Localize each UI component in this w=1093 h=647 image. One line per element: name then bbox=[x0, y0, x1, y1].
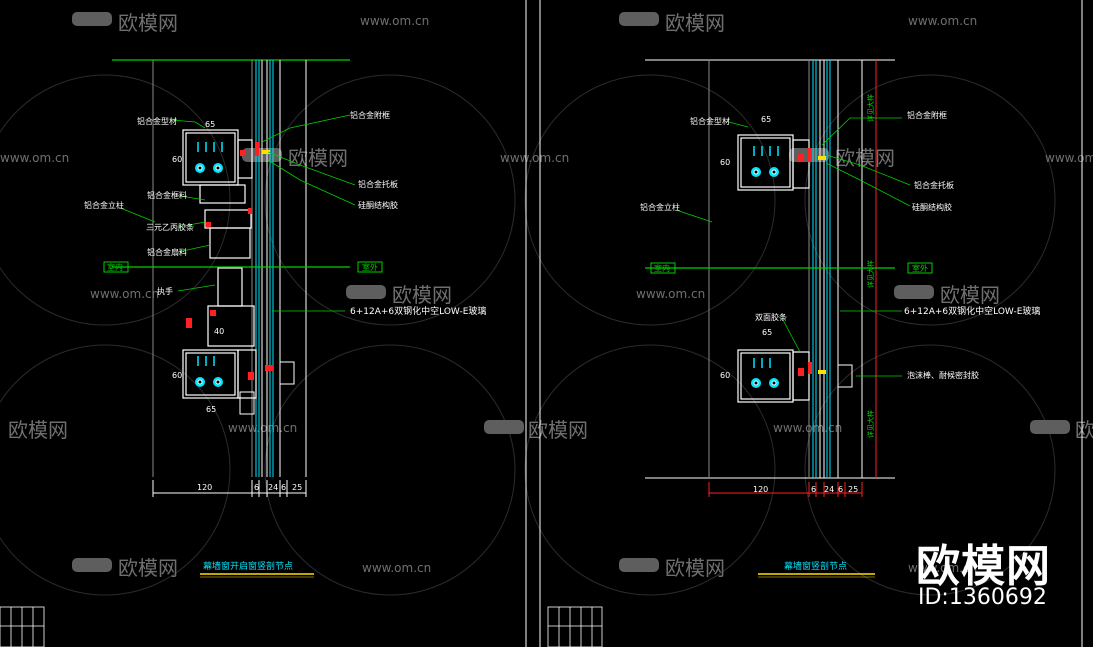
svg-text:详见大样: 详见大样 bbox=[866, 94, 875, 122]
label-indoor: 室内 bbox=[107, 262, 123, 272]
right-dimensions: 65 65 60 60 120 6 24 6 25 bbox=[720, 115, 858, 494]
svg-text:65: 65 bbox=[205, 120, 215, 129]
left-section-drawing bbox=[103, 59, 383, 497]
label-epdm: 三元乙丙胶条 bbox=[146, 222, 194, 232]
left-dimensions: 65 65 60 60 40 120 6 24 6 25 bbox=[172, 120, 302, 492]
right-section-drawing bbox=[645, 59, 933, 497]
svg-text:www.om.cn: www.om.cn bbox=[908, 14, 977, 28]
watermark-brand: 欧模网 bbox=[940, 283, 1000, 307]
svg-text:40: 40 bbox=[214, 327, 224, 336]
svg-text:60: 60 bbox=[172, 371, 182, 380]
svg-text:www.om.cn: www.om.cn bbox=[636, 287, 705, 301]
svg-text:www.om.cn: www.om.cn bbox=[500, 151, 569, 165]
watermark-brand: 欧模网 bbox=[528, 418, 588, 442]
svg-text:6: 6 bbox=[281, 483, 286, 492]
label-frame-top: 铝合金附框 bbox=[907, 110, 947, 120]
left-annotations: 铝合金型材 铝合金附框 铝合金托板 硅酮结构胶 铝合金框料 铝合金立柱 三元乙丙… bbox=[84, 110, 398, 296]
svg-text:www.om.cn: www.om.cn bbox=[773, 421, 842, 435]
right-annotations: 铝合金型材 铝合金附框 铝合金托板 硅酮结构胶 铝合金立柱 双面胶条 泡沫棒、耐… bbox=[640, 110, 979, 380]
watermark-brand: 欧模网 bbox=[835, 146, 895, 170]
watermark-brand: 欧模网 bbox=[118, 11, 178, 35]
left-room-labels: 室内 室外 bbox=[107, 262, 378, 272]
label-indoor: 室内 bbox=[654, 263, 670, 273]
svg-text:60: 60 bbox=[172, 155, 182, 164]
label-glass: 6+12A+6双钢化中空LOW-E玻璃 bbox=[350, 305, 486, 317]
stamp-brand: 欧模网 bbox=[916, 541, 1051, 592]
svg-text:www.om.cn: www.om.cn bbox=[362, 561, 431, 575]
label-double-strip: 双面胶条 bbox=[755, 312, 787, 322]
watermark-brand: 欧模网 bbox=[118, 556, 178, 580]
right-room-labels: 室内 室外 bbox=[654, 263, 928, 273]
watermark-layer bbox=[0, 74, 1056, 596]
watermark-sites: www.om.cn www.om.cn www.om.cn www.om.cn … bbox=[0, 14, 1093, 575]
watermark-brand: 欧模网 bbox=[288, 146, 348, 170]
svg-text:24: 24 bbox=[268, 483, 278, 492]
svg-text:幕墙窗竖剖节点: 幕墙窗竖剖节点 bbox=[784, 560, 847, 572]
svg-text:60: 60 bbox=[720, 158, 730, 167]
sheet-borders bbox=[525, 0, 1083, 647]
watermark-brand: 欧模网 bbox=[665, 556, 725, 580]
svg-text:65: 65 bbox=[206, 405, 216, 414]
svg-text:6: 6 bbox=[254, 483, 259, 492]
svg-text:www.om.cn: www.om.cn bbox=[360, 14, 429, 28]
svg-text:60: 60 bbox=[720, 371, 730, 380]
label-post: 铝合金立柱 bbox=[640, 202, 680, 212]
label-profile-top: 铝合金型材 bbox=[137, 116, 177, 126]
watermark-brand: 欧模网 bbox=[392, 283, 452, 307]
svg-text:120: 120 bbox=[753, 485, 768, 494]
title-block-left bbox=[0, 606, 45, 647]
svg-text:6: 6 bbox=[811, 485, 816, 494]
label-outdoor: 室外 bbox=[912, 263, 928, 273]
svg-text:www.om.cn: www.om.cn bbox=[908, 561, 977, 575]
svg-text:详见大样: 详见大样 bbox=[866, 260, 875, 288]
label-profile-low: 铝合金扇料 bbox=[147, 247, 187, 257]
svg-text:25: 25 bbox=[848, 485, 858, 494]
svg-text:详见大样: 详见大样 bbox=[866, 410, 875, 438]
title-block-right bbox=[547, 606, 603, 647]
watermark-brand: 欧模网 bbox=[1075, 418, 1093, 442]
right-vertical-notes: 详见大样 详见大样 详见大样 bbox=[866, 94, 875, 438]
label-handle: 执手 bbox=[157, 286, 173, 296]
label-sealant: 硅酮结构胶 bbox=[358, 200, 398, 210]
left-title: 幕墙窗开启窗竖剖节点 bbox=[200, 560, 314, 578]
label-post: 铝合金立柱 bbox=[84, 200, 124, 210]
svg-text:65: 65 bbox=[761, 115, 771, 124]
svg-text:幕墙窗开启窗竖剖节点: 幕墙窗开启窗竖剖节点 bbox=[203, 560, 293, 572]
label-outdoor: 室外 bbox=[362, 262, 378, 272]
svg-text:25: 25 bbox=[292, 483, 302, 492]
label-sealant: 硅酮结构胶 bbox=[912, 202, 952, 212]
label-bracket: 铝合金托板 bbox=[914, 180, 954, 190]
svg-text:www.om.cn: www.om.cn bbox=[1045, 151, 1093, 165]
sofa-icon bbox=[72, 12, 1070, 572]
label-glass: 6+12A+6双钢化中空LOW-E玻璃 bbox=[904, 305, 1040, 317]
watermark-brand: 欧模网 bbox=[8, 418, 68, 442]
watermark-brand: 欧模网 bbox=[665, 11, 725, 35]
svg-text:65: 65 bbox=[762, 328, 772, 337]
stamp-id: ID:1360692 bbox=[918, 585, 1047, 610]
watermark-texts: 欧模网 欧模网 欧模网 欧模网 欧模网 欧模网 欧模网 欧模网 欧模网 欧模网 … bbox=[8, 11, 1093, 580]
svg-text:24: 24 bbox=[824, 485, 834, 494]
svg-text:www.om.cn: www.om.cn bbox=[228, 421, 297, 435]
svg-text:120: 120 bbox=[197, 483, 212, 492]
label-bracket: 铝合金托板 bbox=[358, 179, 398, 189]
svg-text:www.om.cn: www.om.cn bbox=[0, 151, 69, 165]
label-foam: 泡沫棒、耐候密封胶 bbox=[907, 370, 979, 380]
label-profile-top: 铝合金型材 bbox=[690, 116, 730, 126]
right-title: 幕墙窗竖剖节点 bbox=[758, 560, 875, 578]
svg-text:6: 6 bbox=[838, 485, 843, 494]
svg-text:www.om.cn: www.om.cn bbox=[90, 287, 159, 301]
label-frame-top: 铝合金附框 bbox=[350, 110, 390, 120]
label-profile-mid: 铝合金框料 bbox=[147, 190, 187, 200]
